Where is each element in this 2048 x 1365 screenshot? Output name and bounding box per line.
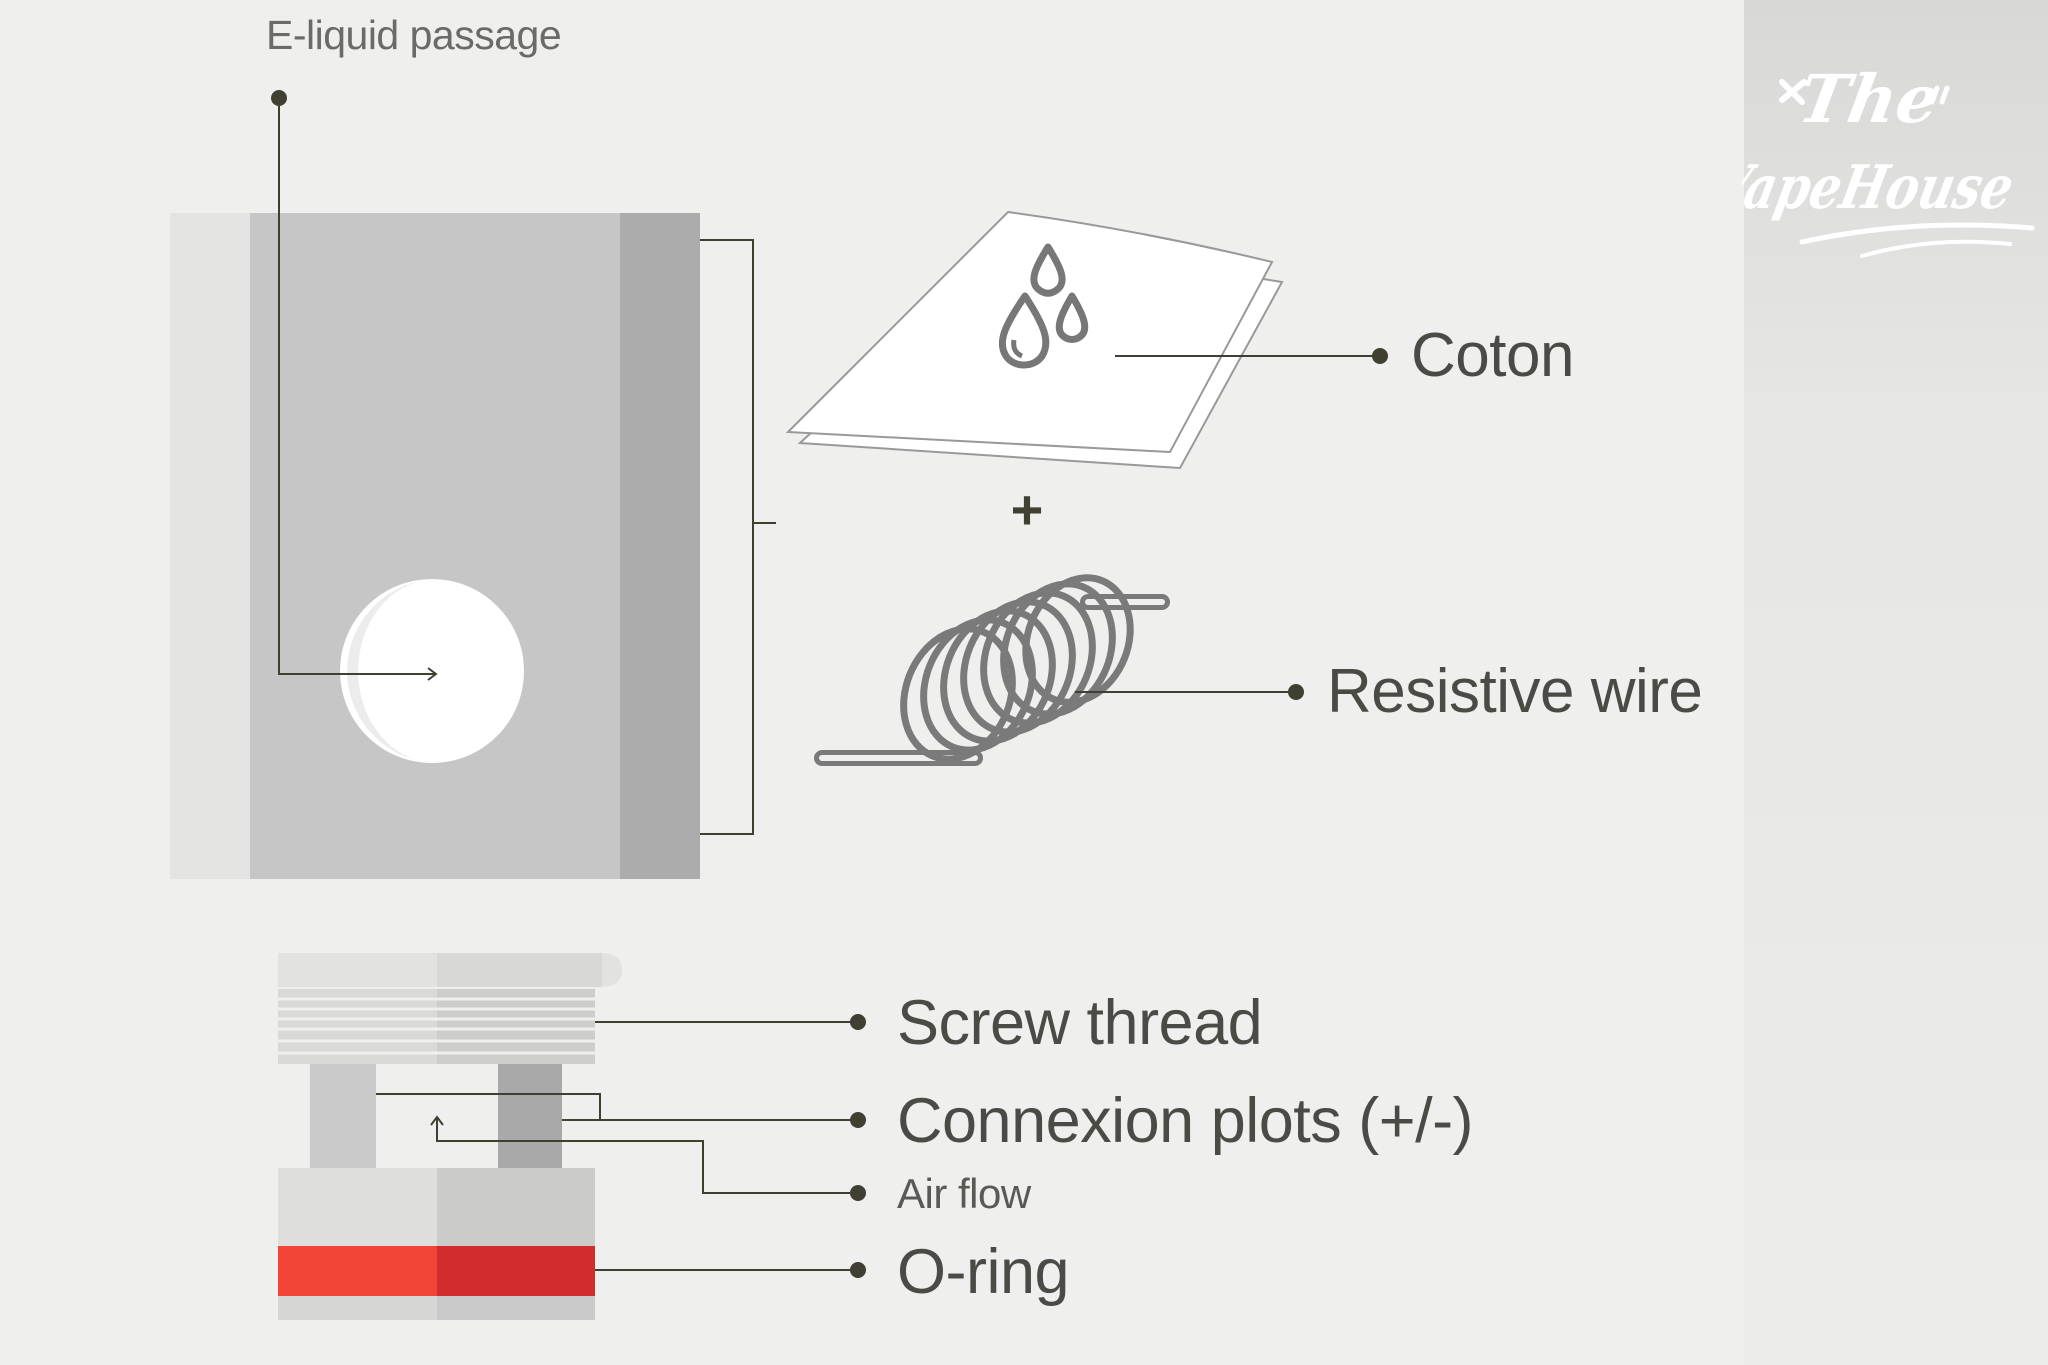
air-flow-leader	[430, 1115, 866, 1201]
bracket	[700, 239, 754, 835]
resistive-wire-leader	[1075, 684, 1304, 700]
o-ring-band	[278, 1246, 437, 1296]
coton-leader	[1115, 348, 1388, 364]
connexion-plot-right	[498, 1064, 562, 1168]
eliquid-passage-leader	[271, 90, 438, 681]
eliquid-hole	[340, 579, 524, 763]
droplets-icon	[998, 243, 1089, 369]
label-o-ring: O-ring	[897, 1237, 1070, 1307]
label-eliquid-passage: E-liquid passage	[266, 12, 562, 58]
o-ring-leader	[595, 1262, 866, 1278]
label-connexion-plots: Connexion plots (+/-)	[897, 1086, 1474, 1156]
label-screw-thread: Screw thread	[897, 988, 1263, 1058]
logo-the: The	[1793, 60, 1946, 137]
connexion-plots-leader	[376, 1093, 866, 1128]
plus-sign: +	[1011, 478, 1044, 541]
vapehouse-logo: The VapeHouse	[1742, 60, 2035, 258]
connexion-plot-left	[310, 1064, 376, 1168]
base-assembly	[278, 953, 622, 1320]
coil-icon	[814, 574, 1170, 766]
cotton-pad-icon	[785, 210, 1284, 470]
logo-vapehouse: VapeHouse	[1742, 153, 2020, 223]
label-air-flow: Air flow	[897, 1170, 1031, 1217]
screw-thread	[278, 989, 595, 1064]
screw-thread-leader	[595, 1014, 866, 1030]
label-coton: Coton	[1411, 321, 1574, 390]
wick-chamber-block	[170, 213, 700, 879]
label-resistive-wire: Resistive wire	[1327, 657, 1703, 726]
